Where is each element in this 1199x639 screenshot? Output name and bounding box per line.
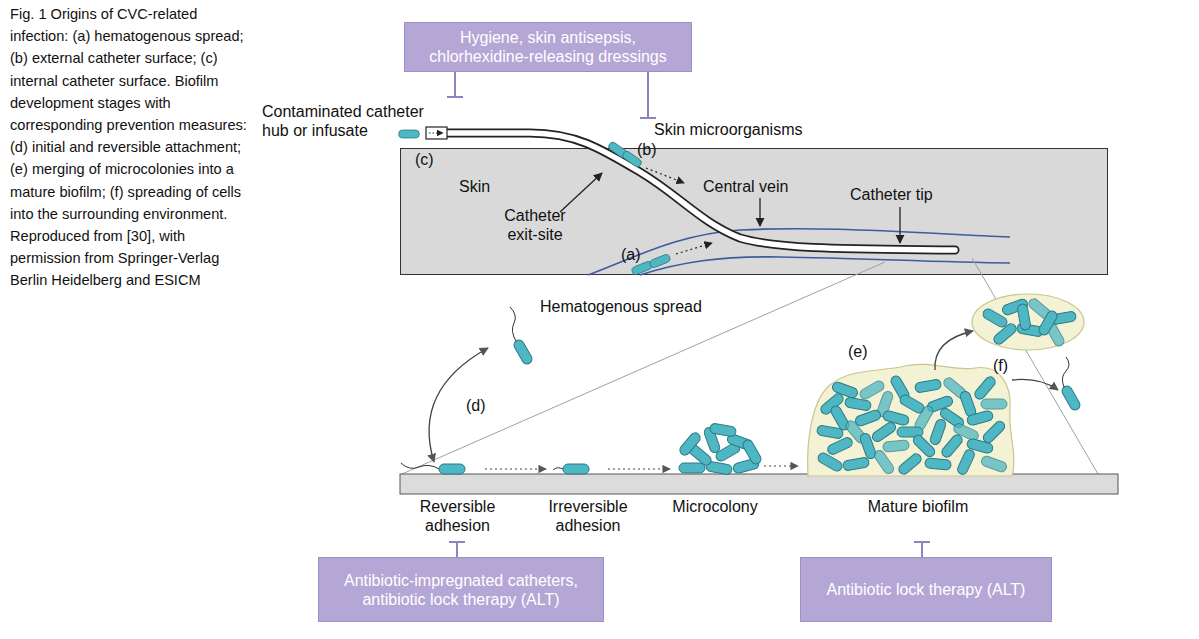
zoom-line [972,258,1098,474]
bacterium [399,130,420,138]
dispersal-arrow [935,331,973,370]
callout-letter: (a) [621,245,641,264]
bacterium [512,338,534,366]
callout-letter: (c) [415,150,434,169]
node-text: Hygiene, skin antisepsis, chlorhexidine-… [410,28,686,66]
stage-label: Reversible adhesion [410,497,505,535]
source-label: Contaminated catheter hub or infusate [262,102,437,140]
vein-wall [640,257,1010,275]
zoom-line [402,262,885,474]
pointer-arrow [899,207,900,243]
inhibition-bar [447,72,463,97]
migration-arrow [646,168,684,183]
inhibition-bar [449,542,465,557]
callout-letter: (e) [848,342,868,361]
node-text: Antibiotic lock therapy (ALT) [827,580,1026,599]
prevention-box: Antibiotic lock therapy (ALT) [800,557,1052,622]
flagellum [510,307,516,341]
microcolony [678,423,763,475]
inhibition-bar [914,542,930,557]
source-label: Skin microorganisms [654,120,802,139]
bacterium [439,464,465,474]
node-text: Antibiotic-impregnated catheters, antibi… [324,571,598,609]
part-label: Catheter exit-site [490,206,580,244]
stage-arrow [485,468,546,469]
callout-letter: (b) [637,140,657,159]
flagellum [401,463,439,469]
fragment-cells [981,297,1076,348]
process-label: Hematogenous spread [540,297,702,316]
prevention-box: Hygiene, skin antisepsis, chlorhexidine-… [404,22,692,72]
catheter-hub [426,127,447,139]
callout-letter: (d) [466,396,486,415]
catheter-lumen [446,133,955,250]
stage-arrow [608,468,670,469]
catheter-surface [400,474,1118,494]
biofilm-cells [816,374,1008,476]
biofilm-fragment [972,294,1084,350]
catheter-outline [446,133,955,250]
callout-letter: (f) [993,356,1008,375]
part-label: Catheter tip [850,185,933,204]
flow-arrow [429,133,443,134]
vein-wall [588,229,1010,275]
biofilm-matrix [808,364,1014,476]
node-text: Skin [459,177,490,196]
stage-label: Microcolony [655,497,775,516]
reversible-arrow [429,348,488,462]
stage-arrow [764,465,798,466]
dispersal-arrow [1012,379,1058,390]
bacterium [1060,384,1082,412]
flagellum [553,468,563,470]
pointer-arrow [759,198,760,226]
part-label: Central vein [703,177,788,196]
bacterium [649,253,671,268]
figure-caption: Fig. 1 Origins of CVC-related infection:… [10,3,248,292]
pointer-arrow [560,173,602,212]
stage-label: Mature biofilm [858,497,978,516]
prevention-box: Antibiotic-impregnated catheters, antibi… [318,557,604,622]
bacterium [563,464,589,474]
stage-label: Irreversible adhesion [538,497,638,535]
bacterium [607,141,629,159]
inhibition-bar [640,72,656,118]
migration-arrow [676,243,712,254]
flagellum [1062,357,1069,387]
